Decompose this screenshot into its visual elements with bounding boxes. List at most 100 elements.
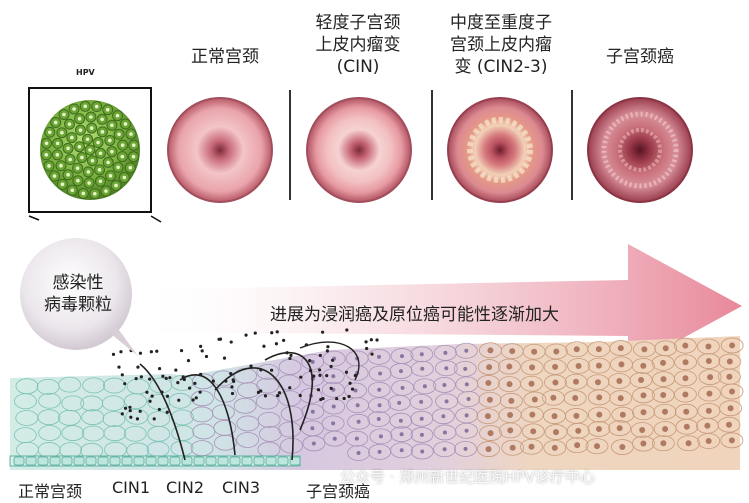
epithelium-layer: [9, 336, 744, 470]
basal-cell: [73, 456, 85, 466]
cell-nucleus: [442, 382, 447, 387]
cell: [497, 358, 521, 375]
virus-particle: [138, 351, 143, 355]
cell-nucleus: [618, 361, 625, 368]
basal-cells: [13, 456, 301, 466]
cell: [585, 438, 609, 455]
cell: [720, 337, 744, 354]
virus-particle: [120, 412, 124, 416]
cell-nucleus: [660, 359, 667, 366]
cell: [321, 415, 345, 432]
cell: [587, 421, 611, 437]
capsomere-core: [75, 166, 80, 170]
bottom-label-cancer: 子宫颈癌: [306, 482, 371, 501]
cell-nucleus: [506, 363, 513, 370]
capsomere-core: [77, 144, 82, 149]
cell: [168, 392, 192, 409]
virus-particle: [321, 330, 325, 334]
cell-nucleus: [596, 411, 603, 418]
cell-nucleus: [444, 366, 449, 371]
capsomere-core: [44, 152, 49, 157]
cell-nucleus: [552, 363, 559, 370]
capsomere-core: [66, 172, 70, 177]
virus-particle: [326, 345, 330, 349]
virus-particle: [289, 353, 293, 357]
cervix-normal: [167, 97, 273, 203]
virus-particle: [230, 385, 234, 389]
cell-nucleus: [399, 369, 404, 374]
virus-particle: [369, 338, 373, 342]
cell: [322, 398, 346, 415]
cervix-cancer: [587, 97, 693, 203]
cell: [369, 428, 393, 445]
capsomere-core: [78, 128, 83, 132]
cell: [170, 374, 194, 391]
cell: [476, 375, 500, 391]
capsomere-core: [59, 163, 63, 168]
cell: [587, 406, 611, 423]
cell: [498, 422, 522, 439]
infection-path-1: [139, 363, 186, 461]
capsomere-core: [108, 174, 113, 178]
cell-nucleus: [705, 407, 712, 414]
virus-particle: [270, 331, 274, 335]
cell-nucleus: [486, 396, 493, 403]
capsomere-core: [52, 174, 57, 178]
capsomere-core: [90, 158, 95, 163]
cell: [367, 381, 391, 398]
virus-particle: [174, 368, 178, 372]
cell-nucleus: [419, 399, 424, 404]
cell: [609, 390, 633, 406]
cell: [390, 442, 414, 459]
basal-cell: [85, 456, 97, 466]
cell: [432, 377, 456, 393]
virus-capsomeres: [40, 100, 140, 200]
cell-nucleus: [641, 346, 648, 353]
cell-nucleus: [400, 385, 405, 390]
capsomere-core: [68, 157, 72, 162]
cell-nucleus: [729, 388, 736, 395]
cell-nucleus: [310, 359, 315, 364]
infection-path-4: [264, 351, 314, 431]
cell-nucleus: [463, 446, 468, 451]
stage-title-cancer: 子宫颈癌: [606, 47, 674, 67]
virus-particle: [244, 333, 248, 337]
watermark: 公众号 · 郑州新世纪医院HPV诊疗中心: [340, 468, 595, 486]
cell-nucleus: [378, 371, 383, 376]
cell-nucleus: [682, 391, 689, 398]
cell-nucleus: [728, 437, 735, 444]
cell: [631, 357, 655, 374]
cell: [457, 391, 481, 407]
cell-nucleus: [376, 416, 381, 421]
cell-nucleus: [420, 449, 425, 454]
cell: [38, 425, 62, 441]
cell: [631, 435, 655, 452]
divider-2: [431, 90, 433, 200]
cell-nucleus: [639, 426, 646, 433]
capsomere-core: [80, 155, 84, 160]
cell-nucleus: [682, 342, 689, 349]
virus-particle: [155, 349, 159, 353]
cell-nucleus: [377, 387, 382, 392]
cell-nucleus: [310, 409, 315, 414]
cell: [632, 341, 656, 358]
cell: [563, 390, 587, 406]
virus-particle: [165, 394, 170, 398]
basal-cell: [37, 456, 49, 466]
virus-particle: [274, 342, 279, 346]
bottom-label-cin2: CIN2: [166, 478, 205, 497]
virus-particle: [259, 389, 263, 393]
cell-nucleus: [378, 434, 383, 439]
virus-particle: [129, 415, 133, 419]
virus-particle: [308, 359, 312, 363]
cell-nucleus: [399, 432, 404, 437]
infection-bubble: [20, 238, 138, 356]
cell: [390, 426, 414, 443]
cell-nucleus: [484, 413, 491, 420]
cell: [123, 425, 147, 442]
cell-nucleus: [531, 348, 538, 355]
cell: [322, 350, 346, 367]
cell-nucleus: [486, 364, 493, 371]
cervix-cin1: [306, 97, 412, 203]
cell: [345, 430, 369, 447]
